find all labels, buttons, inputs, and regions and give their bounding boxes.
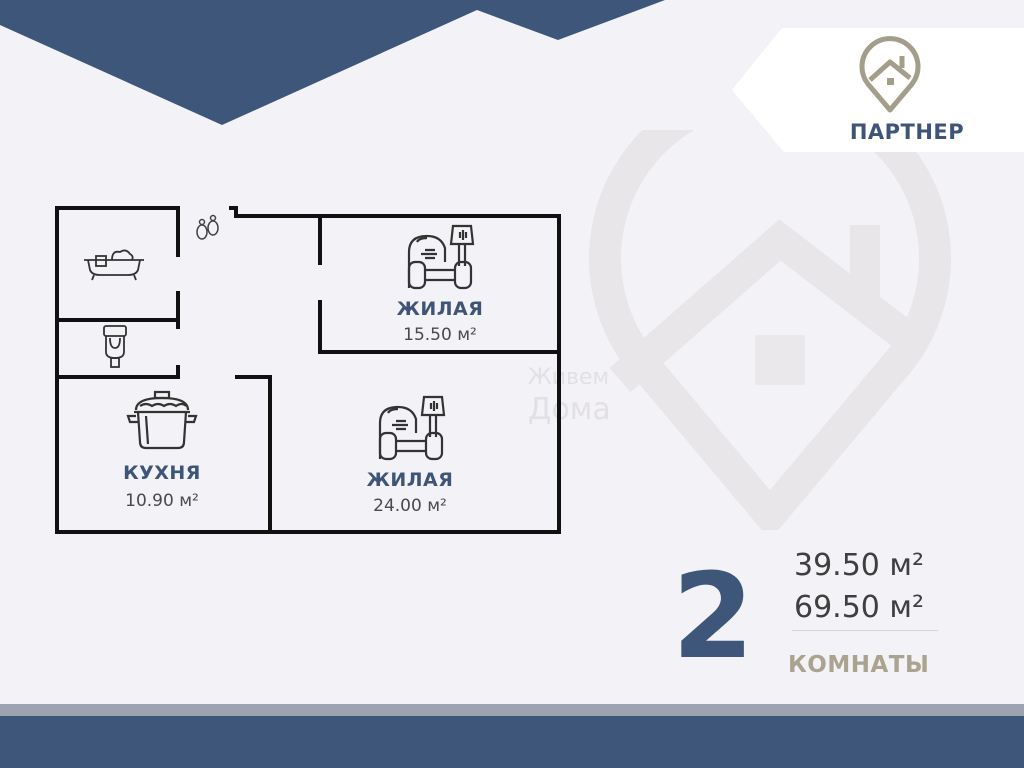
footprints-icon <box>196 214 219 240</box>
rooms-label: КОМНАТЫ <box>788 652 930 678</box>
cooking-pot-icon <box>126 390 198 450</box>
armchair-icon <box>378 395 446 461</box>
watermark-pin-icon <box>589 130 951 530</box>
living-area: 39.50 м² <box>794 548 925 583</box>
room-area-living-2: 24.00 м² <box>373 496 447 516</box>
total-area: 69.50 м² <box>794 590 925 625</box>
partner-badge: ПАРТНЕР <box>732 28 1024 152</box>
house-pin-icon <box>859 36 921 113</box>
watermark-text: Живем Дома <box>528 365 611 427</box>
room-name-living-2: ЖИЛАЯ <box>366 469 454 491</box>
footer-light-band <box>0 704 1024 716</box>
header-zigzag-shape <box>0 0 665 125</box>
badge-background <box>732 28 1024 152</box>
brand-name: ПАРТНЕР <box>849 120 965 144</box>
room-area-living-1: 15.50 м² <box>403 325 477 345</box>
room-name-living-1: ЖИЛАЯ <box>396 298 484 320</box>
armchair-icon <box>407 224 475 290</box>
bathtub-icon <box>84 249 144 281</box>
footer-dark-band <box>0 716 1024 768</box>
toilet-icon <box>103 325 127 368</box>
room-name-kitchen: КУХНЯ <box>123 462 201 484</box>
room-area-kitchen: 10.90 м² <box>125 491 199 511</box>
stats-divider <box>792 630 938 631</box>
rooms-count: 2 <box>672 547 755 685</box>
